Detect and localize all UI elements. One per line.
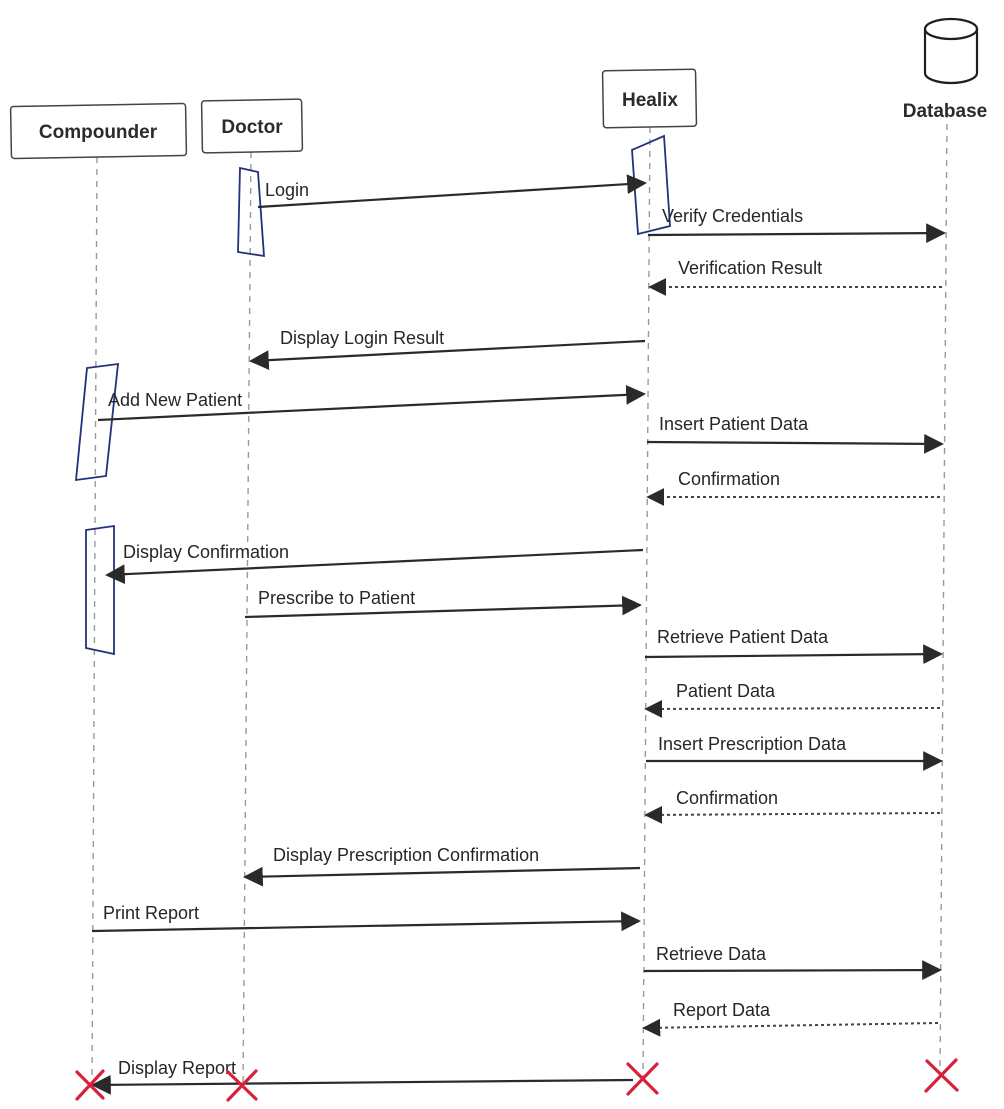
message-display-report: Display Report — [91, 1058, 634, 1095]
message-confirmation-2: Confirmation — [644, 788, 941, 824]
termination-compounder — [75, 1069, 105, 1101]
svg-text:Display Prescription Confirmat: Display Prescription Confirmation — [273, 845, 539, 865]
message-login: Login — [257, 174, 647, 209]
termination-healix — [626, 1062, 659, 1096]
participant-healix: Healix — [601, 68, 698, 129]
message-insert-patient-data: Insert Patient Data — [646, 414, 944, 454]
svg-text:Display Login Result: Display Login Result — [280, 328, 444, 348]
message-add-new-patient: Add New Patient — [97, 384, 646, 422]
svg-text:Insert Patient Data: Insert Patient Data — [659, 414, 809, 434]
svg-text:Verify Credentials: Verify Credentials — [662, 206, 803, 226]
message-display-login-result: Display Login Result — [249, 328, 646, 370]
svg-text:Login: Login — [265, 180, 309, 200]
message-patient-data: Patient Data — [644, 681, 941, 718]
message-retrieve-patient-data: Retrieve Patient Data — [644, 627, 943, 665]
participant-compounder-label: Compounder — [39, 122, 158, 143]
message-display-confirmation: Display Confirmation — [105, 542, 644, 585]
participant-doctor-label: Doctor — [221, 117, 283, 138]
message-verify-credentials: Verify Credentials — [647, 206, 946, 244]
termination-doctor — [226, 1069, 258, 1102]
message-verification-result: Verification Result — [648, 258, 942, 296]
activation-compounder-2 — [85, 524, 115, 656]
participant-database: Database — [903, 17, 988, 122]
message-retrieve-data: Retrieve Data — [643, 944, 942, 980]
svg-text:Confirmation: Confirmation — [678, 469, 780, 489]
svg-text:Print Report: Print Report — [103, 903, 199, 923]
message-print-report: Print Report — [91, 903, 641, 933]
svg-text:Prescribe to Patient: Prescribe to Patient — [258, 588, 415, 608]
svg-text:Retrieve Data: Retrieve Data — [656, 944, 767, 964]
participant-compounder: Compounder — [9, 102, 188, 160]
termination-database — [924, 1058, 959, 1093]
activation-doctor — [237, 166, 265, 258]
message-prescribe-to-patient: Prescribe to Patient — [244, 588, 642, 619]
activation-healix — [631, 134, 671, 236]
svg-text:Retrieve Patient Data: Retrieve Patient Data — [657, 627, 829, 647]
lifeline-doctor — [242, 151, 252, 1086]
svg-text:Add New Patient: Add New Patient — [108, 390, 242, 410]
message-confirmation-1: Confirmation — [646, 469, 940, 506]
lifeline-database — [939, 111, 948, 1076]
message-report-data: Report Data — [642, 1000, 939, 1037]
svg-text:Patient Data: Patient Data — [676, 681, 776, 701]
database-cylinder-icon — [923, 17, 979, 85]
message-display-prescription-confirmation: Display Prescription Confirmation — [243, 845, 641, 887]
svg-text:Report Data: Report Data — [673, 1000, 771, 1020]
participant-doctor: Doctor — [200, 98, 304, 154]
lifeline-healix — [642, 126, 651, 1079]
svg-text:Display Confirmation: Display Confirmation — [123, 542, 289, 562]
participant-database-label: Database — [903, 101, 988, 122]
svg-text:Display Report: Display Report — [118, 1058, 236, 1078]
svg-text:Insert Prescription Data: Insert Prescription Data — [658, 734, 847, 754]
activation-compounder-1 — [74, 362, 120, 482]
lifeline-compounder — [91, 156, 98, 1086]
message-insert-prescription-data: Insert Prescription Data — [646, 734, 943, 771]
participant-healix-label: Healix — [622, 90, 678, 111]
svg-text:Verification Result: Verification Result — [678, 258, 822, 278]
svg-text:Confirmation: Confirmation — [676, 788, 778, 808]
